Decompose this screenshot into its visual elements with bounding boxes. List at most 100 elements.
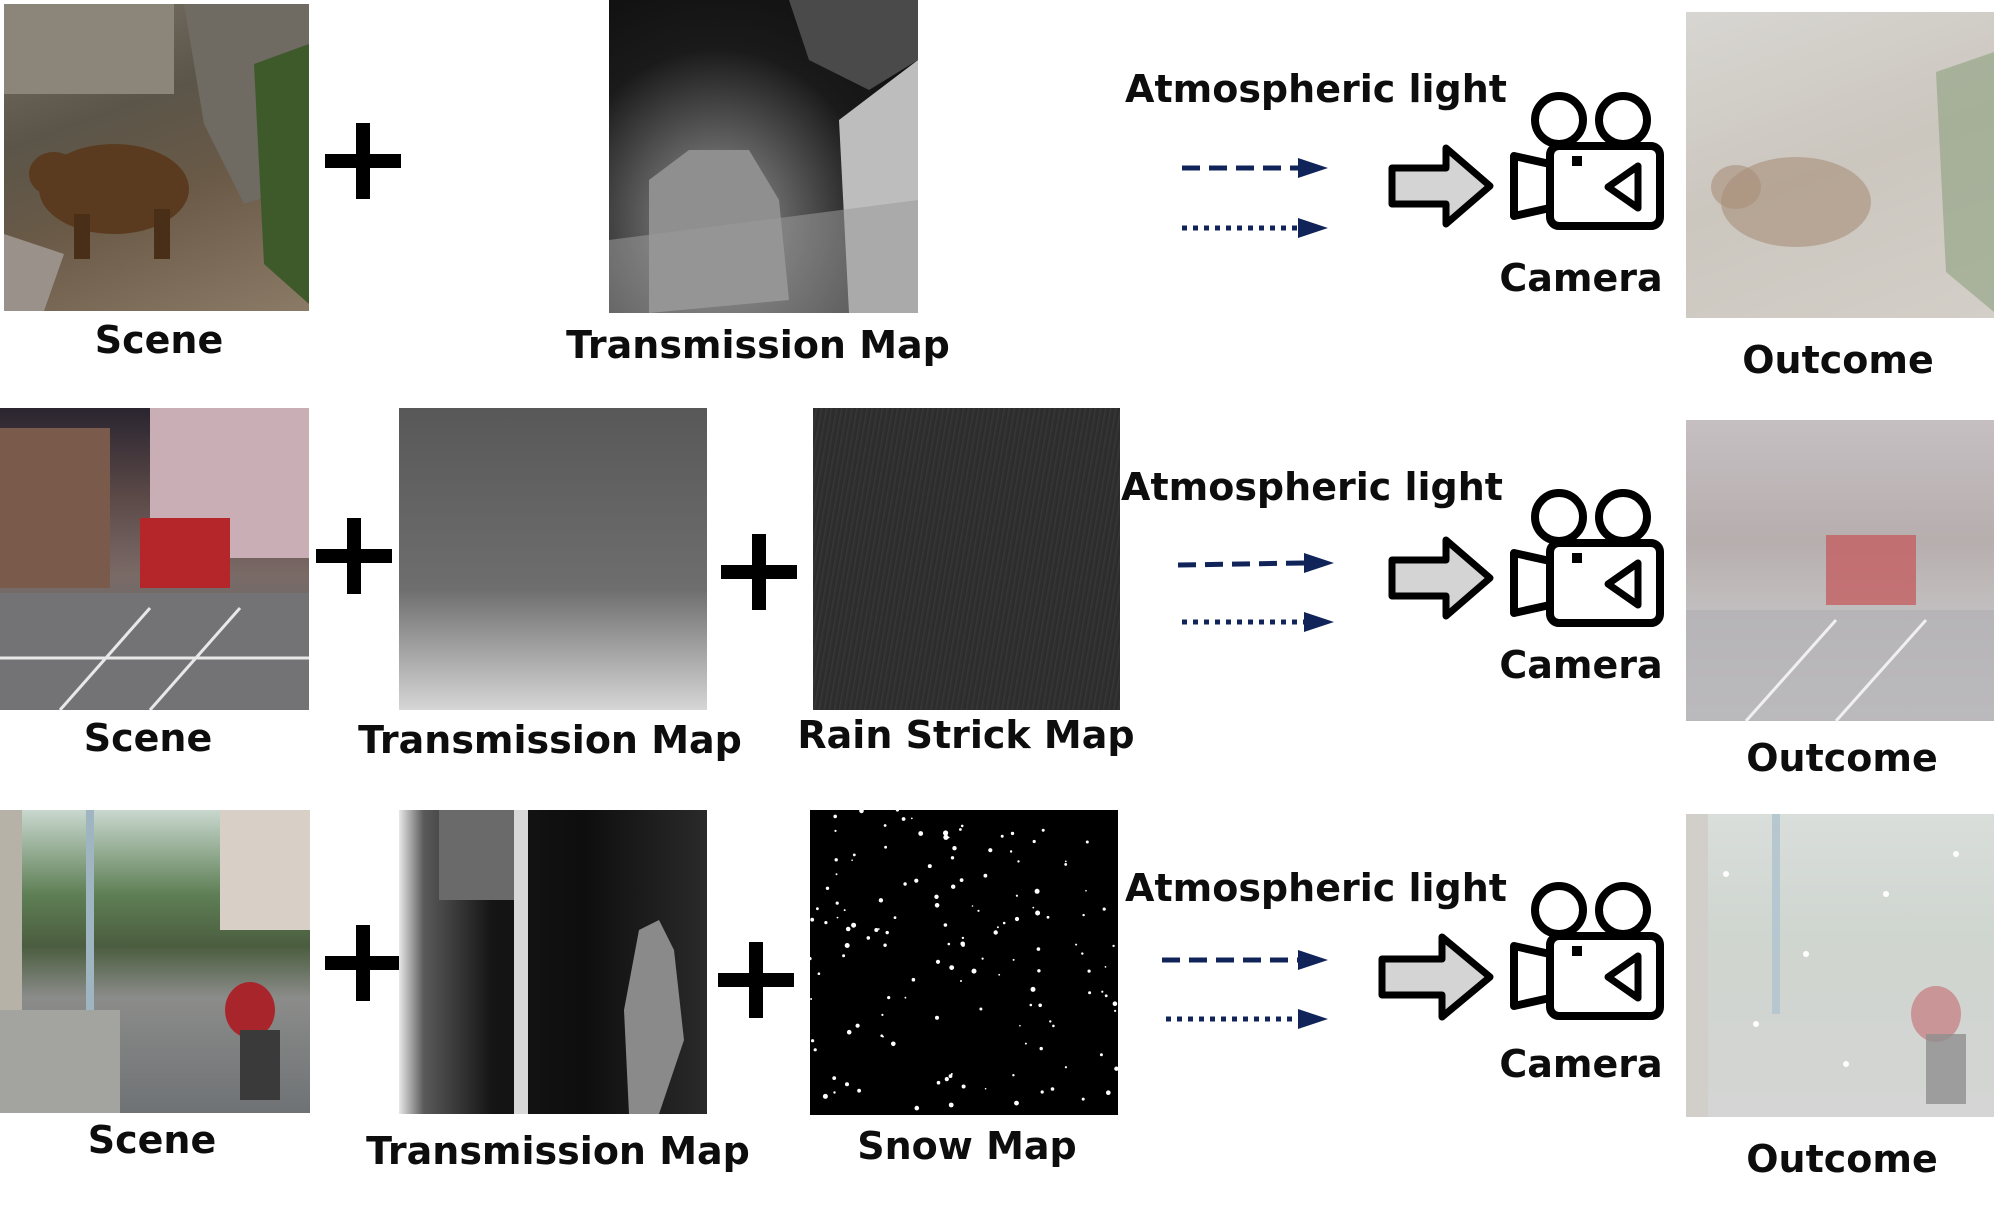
snow-speck [855,1023,860,1028]
snow-speck [996,926,999,929]
snow-speck [961,936,965,940]
snow-speck [1036,947,1041,951]
snow-speck [1029,1003,1033,1007]
snow-speck [1085,840,1089,844]
snow-speck [811,1039,815,1043]
snow-speck [833,1091,836,1094]
snow-speck [1064,860,1067,863]
snow-speck [950,856,955,860]
snow-speck [934,903,940,908]
scene-image-city [0,408,309,710]
snow-speck [1040,1090,1044,1094]
outcome-label: Outcome [1746,736,1938,780]
snow-speck [1102,907,1106,911]
video-camera-icon [1510,489,1664,627]
snow-speck [817,972,821,975]
snow-speck [883,824,887,827]
snow-speck [960,824,964,828]
snow-speck [943,923,948,927]
snow-speck [979,1007,983,1011]
snow-speck [1034,888,1040,894]
snow-speck [1000,834,1004,838]
snow-speck [949,965,955,970]
snow-speck [1035,910,1041,916]
dashed-arrow-icon [1162,950,1328,970]
snow-speck [961,943,965,947]
snow-speck [948,1102,954,1108]
snow-speck [1082,913,1085,917]
snow-speck [951,884,956,889]
snow-speck [810,957,812,961]
snow-speck [810,998,813,1000]
snow-speck [893,916,897,919]
snow-speck [1014,1100,1019,1106]
snow-speck [832,1076,837,1080]
snow-speck [1104,994,1108,998]
transmission-map-label: Transmission Map [358,718,742,762]
snow-speck [1112,1001,1118,1006]
snow-speck [816,907,819,911]
snow-speck [952,846,957,851]
snow-speck [1088,991,1092,995]
transmission-map-image [399,810,707,1114]
snow-speck [959,828,962,831]
snow-speck [918,831,924,836]
snow-speck [971,968,977,974]
snow-speck [834,829,837,832]
video-camera-icon [1510,92,1664,230]
plus-icon [325,123,401,199]
scene-label: Scene [83,716,213,760]
snow-speck [883,943,887,947]
snow-speck [857,1088,861,1093]
video-camera-icon [1510,882,1664,1020]
snow-speck [960,980,962,982]
snow-speck [948,1074,953,1078]
outcome-image [1686,12,1994,318]
snow-speck [1009,850,1013,853]
snow-map-label: Snow Map [857,1124,1077,1168]
snow-speck [859,810,864,814]
snow-speck [1038,1003,1042,1008]
snow-speck [835,901,839,905]
snow-speck [885,930,889,935]
snow-speck [851,859,853,861]
snow-speck [903,882,907,886]
dashed-arrow-icon [1182,158,1328,178]
outcome-label: Outcome [1746,1137,1938,1181]
snow-speck [878,898,884,903]
camera-label: Camera [1499,643,1663,687]
snow-speck [835,873,838,876]
snow-speck [833,814,837,819]
snow-speck [1081,1097,1085,1101]
snow-speck [1081,952,1084,955]
snow-speck [1037,969,1041,973]
snow-speck [845,1082,849,1087]
snow-speck [874,928,879,932]
atmospheric-light-label: Atmospheric light [1125,67,1507,111]
snow-speck [1087,969,1091,973]
snow-speck [934,894,939,899]
snow-speck [904,996,907,999]
snow-speck [1085,889,1087,892]
snow-speck [1099,1053,1103,1057]
snow-speck [1049,1020,1052,1023]
big-right-arrow-icon [1388,536,1494,620]
snow-speck [961,1084,966,1089]
snow-speck [1010,831,1015,836]
snow-speck [895,810,899,812]
snow-speck [1046,915,1050,919]
snow-speck [1015,894,1018,897]
snow-speck [842,954,846,958]
atmospheric-light-label: Atmospheric light [1121,465,1503,509]
plus-icon [325,925,401,1001]
snow-speck [884,845,887,849]
snow-speck [1050,1087,1055,1091]
camera-label: Camera [1499,1042,1663,1086]
snow-speck [825,886,830,890]
snow-speck [993,930,998,935]
outcome-label: Outcome [1742,338,1934,382]
snow-speck [977,909,980,912]
snow-speck [843,909,846,912]
scene-image-street [0,810,310,1113]
snow-speck [971,905,974,907]
